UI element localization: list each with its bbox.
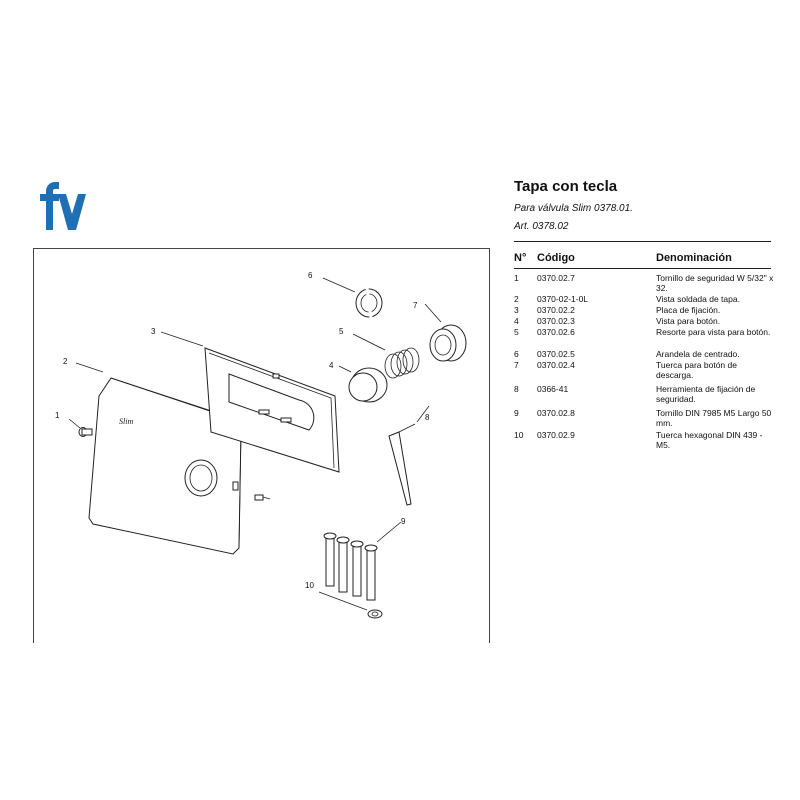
page-title: Tapa con tecla [514, 178, 618, 195]
plate-brand-label: Slim [119, 417, 133, 426]
row-name: Vista soldada de tapa. [656, 294, 740, 304]
row-code: 0366-41 [537, 384, 569, 394]
row-number: 1 [514, 273, 519, 283]
row-name: Tornillo DIN 7985 M5 Largo 50 mm. [656, 408, 772, 428]
part-10-hex-nut: 10 [305, 581, 383, 619]
table-header-divider [514, 268, 771, 269]
row-code: 0370.02.8 [537, 408, 575, 418]
part-7-button-nut: 7 [413, 301, 467, 362]
part-3-fixing-plate: 3 [151, 327, 340, 473]
row-number: 9 [514, 408, 519, 418]
callout-1: 1 [55, 411, 60, 420]
row-name: Tornillo de seguridad W 5/32" x 32. [656, 273, 774, 293]
callout-8: 8 [425, 413, 430, 422]
part-6-centering-washer: 6 [308, 271, 383, 319]
callout-6: 6 [308, 271, 313, 280]
part-1-security-screw: 1 [55, 411, 93, 437]
callout-7: 7 [413, 301, 418, 310]
exploded-drawing: 1 Slim 2 3 4 [55, 271, 467, 619]
row-number: 4 [514, 316, 519, 326]
row-name: Vista para botón. [656, 316, 721, 326]
callout-4: 4 [329, 361, 334, 370]
callout-9: 9 [401, 517, 406, 526]
row-number: 10 [514, 430, 524, 440]
part-2-cover-plate: Slim 2 [63, 357, 242, 555]
row-name: Tuerca para botón de descarga. [656, 360, 737, 380]
row-number: 6 [514, 349, 519, 359]
row-name: Arandela de centrado. [656, 349, 740, 359]
row-code: 0370.02.6 [537, 327, 575, 337]
row-number: 8 [514, 384, 519, 394]
row-name: Tuerca hexagonal DIN 439 - M5. [656, 430, 763, 450]
parts-table-header: N° Código Denominación [514, 252, 771, 270]
row-code: 0370.02.9 [537, 430, 575, 440]
part-5-spring: 5 [339, 327, 420, 379]
article-number: Art. 0378.02 [514, 221, 569, 232]
part-9-din-screws: 9 [323, 517, 406, 601]
header-no: N° [514, 252, 527, 264]
row-code: 0370.02.2 [537, 305, 575, 315]
row-number: 2 [514, 294, 519, 304]
row-number: 5 [514, 327, 519, 337]
row-number: 7 [514, 360, 519, 370]
row-name: Herramienta de fijación de seguridad. [656, 384, 756, 404]
row-code: 0370-02-1-0L [537, 294, 589, 304]
part-8-security-tool: 8 [388, 405, 430, 506]
row-code: 0370.02.7 [537, 273, 575, 283]
row-number: 3 [514, 305, 519, 315]
row-code: 0370.02.4 [537, 360, 575, 370]
row-code: 0370.02.3 [537, 316, 575, 326]
callout-2: 2 [63, 357, 68, 366]
row-code: 0370.02.5 [537, 349, 575, 359]
fv-logo [40, 182, 86, 230]
header-code: Código [537, 252, 575, 264]
part-small-screw [254, 494, 271, 501]
callout-5: 5 [339, 327, 344, 336]
part-4-button-view: 4 [329, 361, 388, 403]
row-name: Resorte para vista para botón. [656, 327, 771, 337]
callout-10: 10 [305, 581, 314, 590]
page-subtitle: Para válvula Slim 0378.01. [514, 203, 633, 214]
header-name: Denominación [656, 252, 732, 264]
row-name: Placa de fijación. [656, 305, 721, 315]
drawing-frame [33, 248, 490, 643]
callout-3: 3 [151, 327, 156, 336]
header-divider [514, 241, 771, 242]
